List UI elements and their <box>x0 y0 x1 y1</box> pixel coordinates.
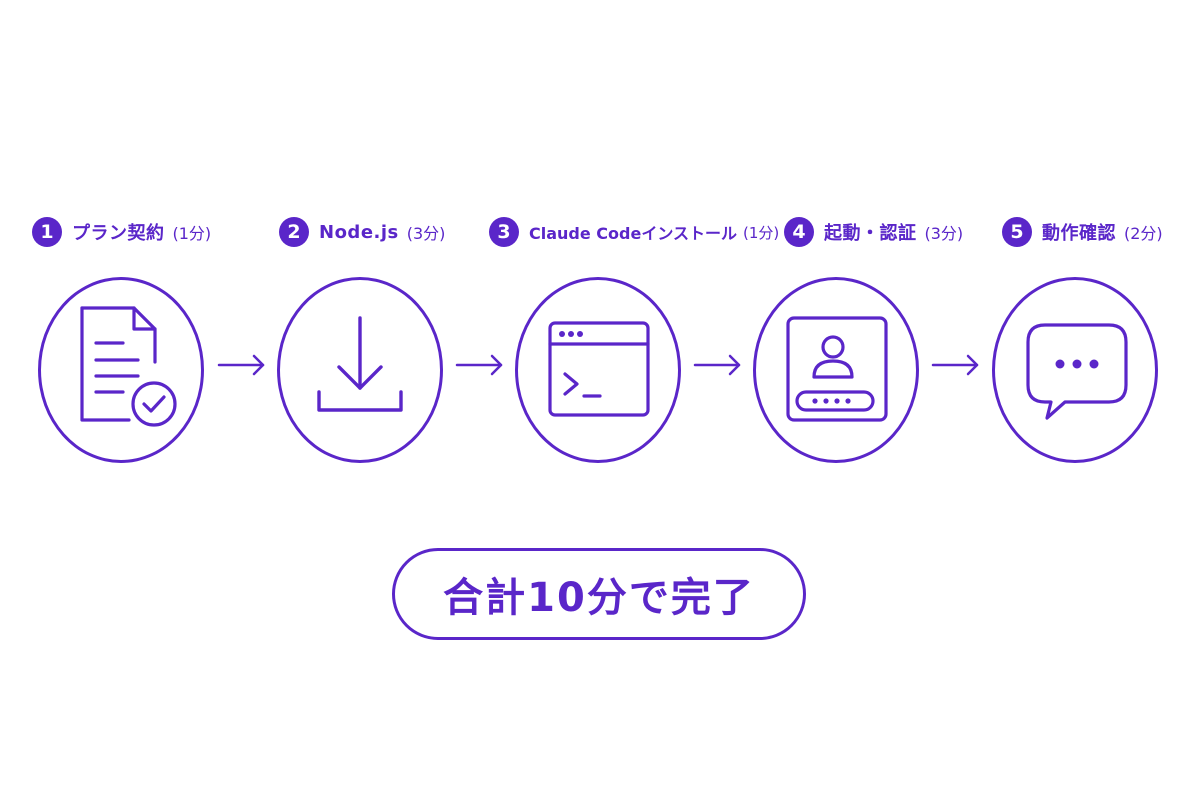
step-1-circle <box>38 277 204 463</box>
arrow-right-icon <box>455 354 503 376</box>
total-time-label: 合計10分で完了 <box>443 575 755 621</box>
step-4-header: 4 起動・認証 (3分) <box>784 212 963 252</box>
step-duration: (2分) <box>1124 224 1163 243</box>
arrow-right-icon <box>693 354 741 376</box>
step-2-circle <box>277 277 443 463</box>
step-number-badge: 5 <box>1002 217 1032 247</box>
step-duration: (1分) <box>172 224 212 243</box>
document-check-icon <box>80 306 177 427</box>
step-title: 起動・認証 <box>824 223 917 244</box>
step-duration: (3分) <box>924 224 964 243</box>
step-number-badge: 3 <box>489 217 519 247</box>
step-3-circle <box>515 277 681 463</box>
step-number-badge: 4 <box>784 217 814 247</box>
chat-bubble-icon <box>1026 323 1128 420</box>
arrow-right-icon <box>931 354 979 376</box>
step-title: 動作確認 <box>1042 223 1116 244</box>
step-5-header: 5 動作確認 (2分) <box>1002 212 1163 252</box>
download-icon <box>317 316 403 412</box>
step-title: プラン契約 <box>72 223 165 244</box>
step-2-header: 2 Node.js (3分) <box>279 212 445 252</box>
total-time-badge: 合計10分で完了 <box>392 548 806 640</box>
terminal-window-icon <box>548 321 650 417</box>
step-title: Node.js <box>319 221 399 243</box>
step-duration: (1分) <box>743 223 780 242</box>
step-4-circle <box>753 277 919 463</box>
step-title: Claude Codeインストール <box>529 224 738 243</box>
step-5-circle <box>992 277 1158 463</box>
step-duration: (3分) <box>406 224 446 243</box>
step-1-header: 1 プラン契約 (1分) <box>32 212 211 252</box>
user-password-icon <box>786 316 888 422</box>
step-3-header: 3 Claude Codeインストール (1分) <box>489 212 779 252</box>
step-number-badge: 1 <box>32 217 62 247</box>
step-number-badge: 2 <box>279 217 309 247</box>
arrow-right-icon <box>217 354 265 376</box>
